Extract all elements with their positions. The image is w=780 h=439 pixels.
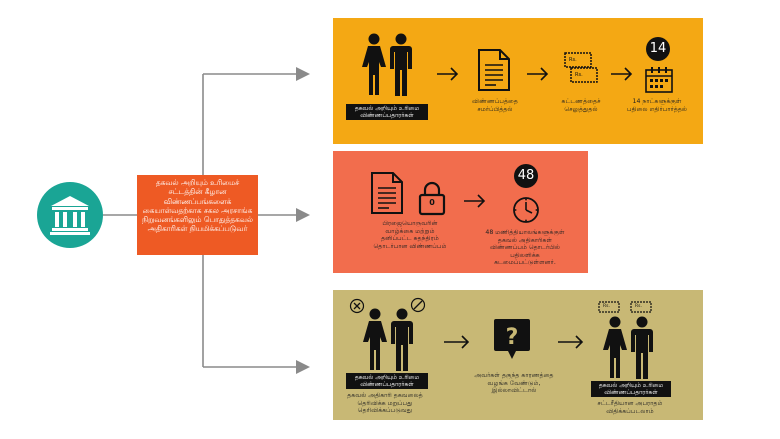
arrow-right-icon [437, 67, 459, 81]
no-speech-bubble-icon [410, 297, 426, 313]
couple-icon [363, 308, 413, 371]
panel-top [333, 18, 703, 144]
banknotes-icon [564, 52, 598, 83]
document-icon [371, 172, 403, 214]
step-pay-fee: கட்டணத்தைச் செலுத்துதல் [561, 98, 601, 113]
step-officer-refuses: தகவல் அதிகாரி தகவலைத் தெரிவிக்க மறுப்பது… [347, 392, 423, 415]
couple-icon [603, 316, 653, 379]
refuse-speech-bubble-icon [349, 298, 365, 314]
fee-badge: Rs. [603, 304, 610, 309]
step-expect-response: 14 நாட்களுக்குள் பதிலை எதிர்பார்த்தல் [626, 98, 688, 113]
applicants-label-bottom: தகவல் அறியும் உரிமை விண்ணப்பதாரர்கள் [346, 373, 428, 389]
step-legal-penalty: சட்டரீதியான அபராதம் விதிக்கப்படலாம் [597, 400, 663, 415]
applicants-label-fine: தகவல் அறியும் உரிமை விண்ணப்பதாரர்கள் [591, 381, 671, 397]
fee-badge: Rs. [635, 304, 642, 309]
question-bubble-icon: ? [494, 319, 530, 359]
pio-appointment-box: தகவல் அறியும் உரிமைச் சட்டத்தின் கீழான வ… [137, 175, 258, 255]
fee-badge: Rs. [575, 72, 583, 78]
banknote-icon [630, 301, 652, 313]
calendar-icon [645, 67, 673, 93]
fee-badge: Rs. [569, 57, 577, 63]
arrow-right-icon [611, 67, 633, 81]
arrow-right-icon [444, 335, 470, 349]
couple-icon [362, 33, 412, 96]
institution-circle [37, 182, 103, 248]
step-48-hours-response: 48 மணித்தியாலங்களுக்குள் தகவல் அதிகாரிகள… [485, 229, 565, 267]
arrow-right-icon [527, 67, 549, 81]
step-submit-application: விண்ணப்பத்தை சமர்ப்பித்தல் [472, 98, 518, 113]
arrowhead-top [296, 67, 310, 81]
applicants-label-top: தகவல் அறியும் உரிமை விண்ணப்பதாரர்கள் [346, 104, 428, 120]
step-life-liberty-request: பிரஜையொருவரின் வாழ்க்கை மற்றும் தனிப்பட்… [373, 220, 447, 250]
svg-text:?: ? [506, 325, 519, 350]
lock-icon [418, 181, 446, 216]
arrowhead-bottom [296, 360, 310, 374]
arrow-right-icon [464, 194, 486, 208]
days-badge: 14 [646, 37, 670, 61]
banknote-icon [598, 301, 620, 313]
hours-badge: 48 [514, 164, 538, 188]
government-building-icon [50, 196, 90, 235]
arrow-right-icon [558, 335, 584, 349]
arrowhead-middle [296, 208, 310, 222]
lock-digit: 0 [429, 198, 435, 207]
clock-icon [513, 197, 539, 223]
document-icon [478, 49, 510, 91]
step-provide-reason: அவர்கள் தகுந்த காரணத்தை வழங்க வேண்டும், … [474, 372, 554, 395]
